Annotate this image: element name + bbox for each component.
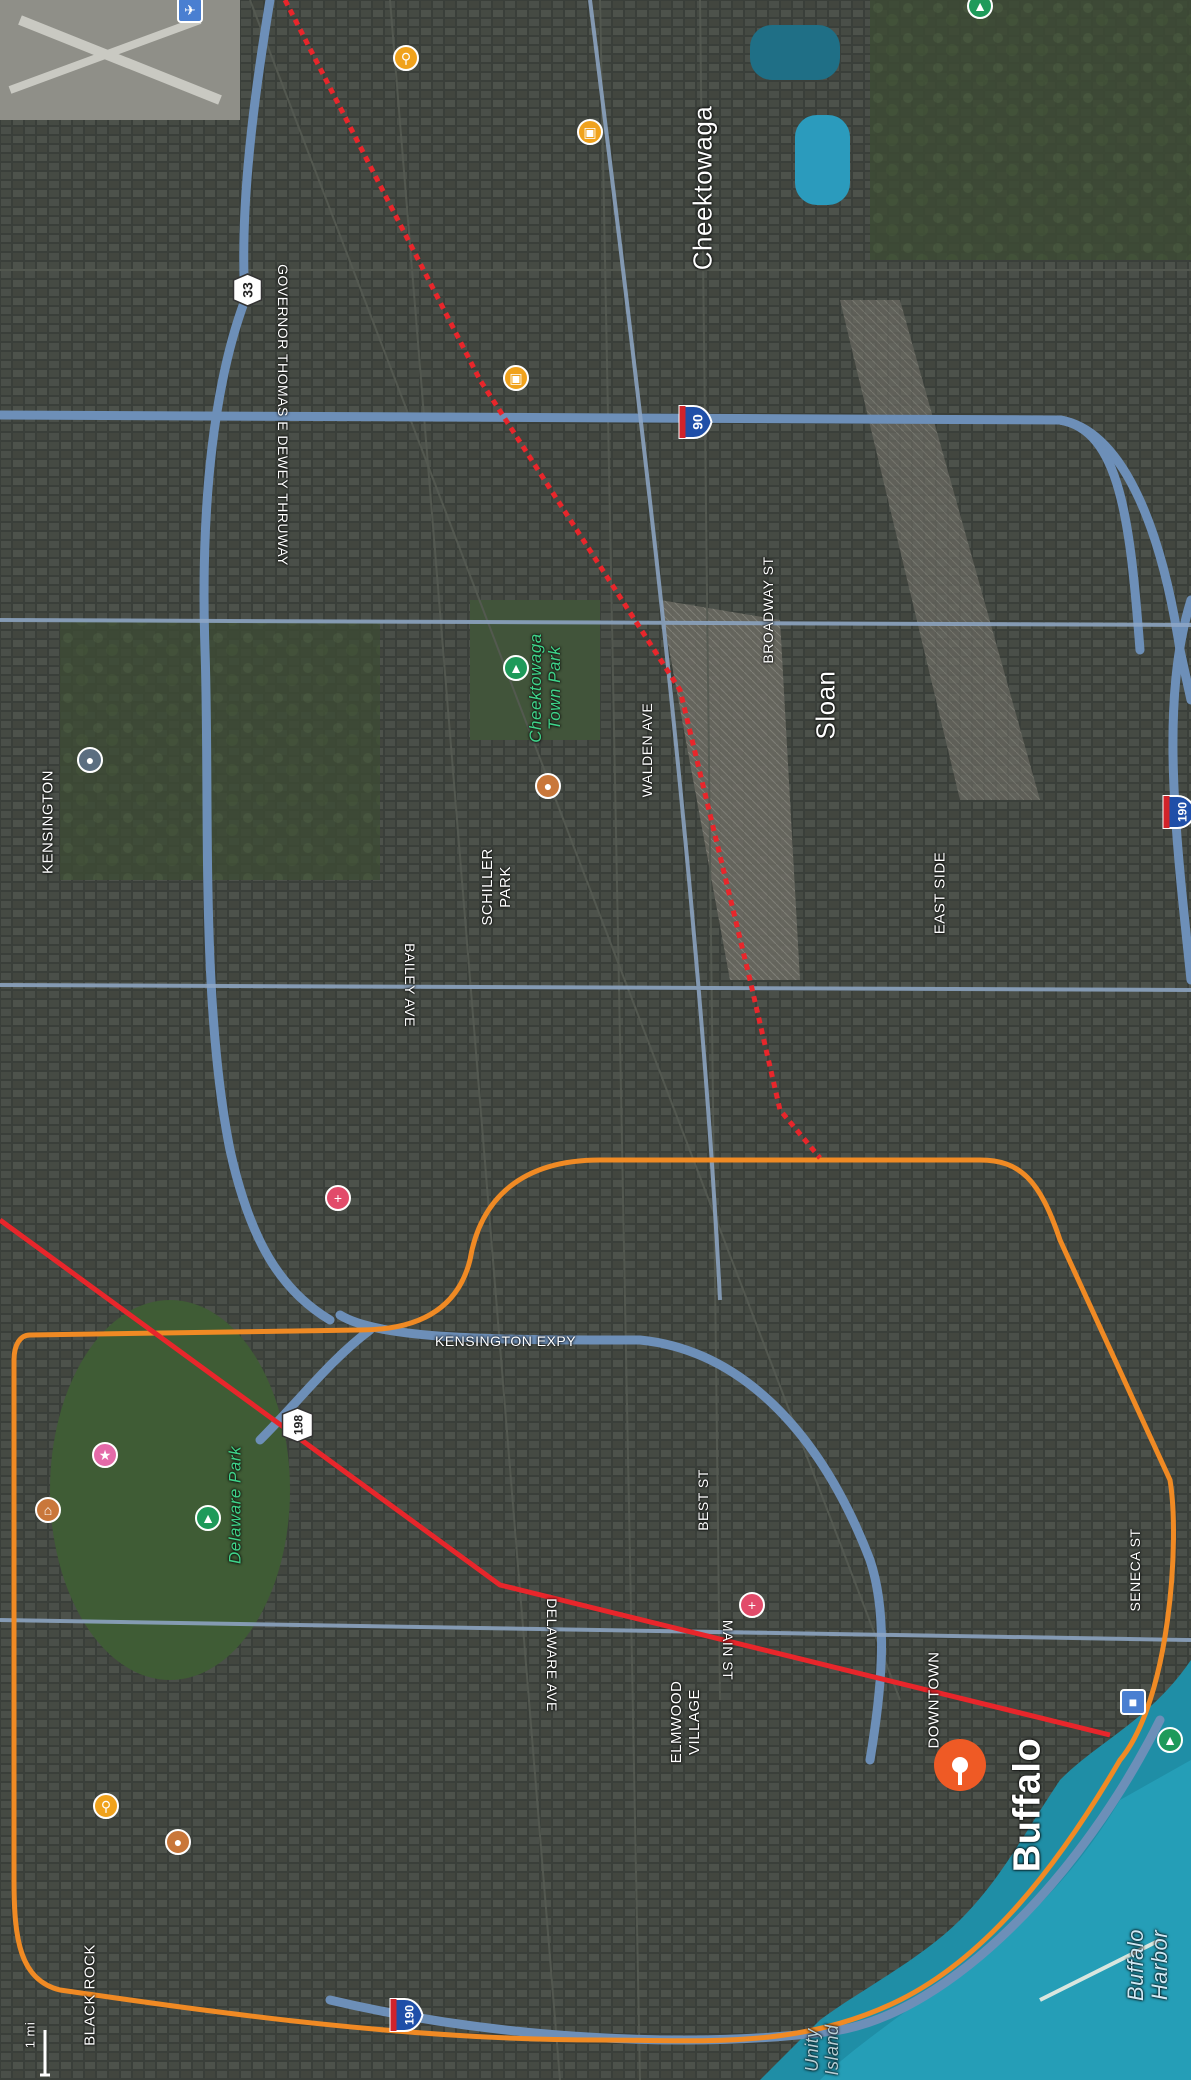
shield-i90[interactable]: 90 [674,402,719,442]
quarry-lake-north [750,25,840,80]
cemetery-area [60,620,380,880]
state-route-shield-icon: 33 [232,273,263,307]
label-east-side: EAST SIDE [931,851,949,935]
interstate-shield-icon: 190 [389,1998,424,2032]
interstate-shield-icon: 90 [678,405,713,439]
landmark-icon[interactable]: ● [165,1829,191,1855]
shield-i190-east[interactable]: 190 [1158,792,1191,832]
bailey-ave-line [0,983,1191,992]
label-kensington-expy: KENSINGTON EXPY [435,1333,577,1349]
dotted-route [282,0,822,1160]
shield-ny198[interactable]: 198 [279,1406,322,1444]
solid-route [0,1217,1111,1738]
svg-text:190: 190 [403,2005,417,2025]
park-tree-icon[interactable]: ▲ [1157,1727,1183,1753]
delaware-park-area [50,1300,290,1680]
hospital-icon[interactable]: + [739,1592,765,1618]
label-unity-island: Unity Island [802,2024,842,2076]
label-schiller-park: SCHILLER PARK [479,848,514,926]
label-buffalo-harbor: Buffalo Harbor [1123,1929,1172,2001]
label-main-st: MAIN ST [720,1619,736,1681]
svg-text:33: 33 [240,282,256,298]
interstate-shield-icon: 190 [1162,795,1191,829]
train-station-icon[interactable]: ■ [1120,1689,1146,1715]
museum-icon[interactable]: ⌂ [35,1497,61,1523]
label-black-rock: BLACK ROCK [81,1944,99,2046]
quarry-lake-south [795,115,850,205]
shield-ny33[interactable]: 33 [230,272,271,308]
svg-text:198: 198 [292,1415,306,1435]
label-seneca-st: SENECA ST [1127,1528,1143,1612]
rail-corridor [840,300,1040,800]
zoo-icon[interactable]: ★ [92,1442,118,1468]
shopping-cart-icon[interactable]: ⚲ [93,1793,119,1819]
label-cheektowaga: Cheektowaga [687,105,718,271]
scale-bar [40,2030,50,2077]
label-elmwood-village: ELMWOOD VILLAGE [668,1680,703,1764]
shopping-bag-icon[interactable]: ▣ [577,119,603,145]
kensington-expy [335,1310,887,1765]
delaware-ave-line [0,1618,1191,1642]
park-tree-icon[interactable]: ▲ [195,1505,221,1531]
airport-icon[interactable]: ✈ [177,0,203,23]
label-sloan: Sloan [810,670,841,740]
route-198 [255,1325,375,1445]
i-190-west [325,1715,1165,2045]
rail-yard [660,600,800,980]
label-delaware-park: Delaware Park [225,1446,245,1564]
label-cheektowaga-town-park: Cheektowaga Town Park [526,633,564,743]
northeast-green-area [870,0,1191,260]
label-downtown: DOWNTOWN [925,1651,943,1749]
park-tree-icon[interactable]: ▲ [967,0,993,19]
svg-text:90: 90 [690,414,706,430]
scale-label: 1 mi [22,2021,38,2049]
boundary-outline [11,1157,1176,2044]
label-walden-ave: WALDEN AVE [639,702,655,798]
state-route-shield-icon: 198 [281,1407,314,1443]
label-bailey-ave: BAILEY AVE [402,943,418,1027]
label-best-st: BEST ST [695,1469,711,1531]
shield-i190-west[interactable]: 190 [385,1995,430,2035]
svg-text:190: 190 [1176,802,1190,822]
label-broadway-st: BROADWAY ST [760,556,776,664]
destination-pin[interactable] [934,1739,986,1791]
label-buffalo: Buffalo [1006,1737,1049,1873]
shopping-cart-icon[interactable]: ⚲ [393,45,419,71]
shopping-bag-icon[interactable]: ▣ [503,365,529,391]
place-of-worship-icon[interactable]: ● [77,747,103,773]
i-190-east [1168,595,1191,985]
label-thruway: GOVERNOR THOMAS E DEWEY THRUWAY [275,264,291,566]
hospital-icon[interactable]: + [325,1185,351,1211]
label-delaware-ave: DELAWARE AVE [544,1598,560,1712]
park-tree-icon[interactable]: ▲ [503,655,529,681]
route-33 [199,0,335,1325]
label-kensington: KENSINGTON [39,770,57,874]
walden-ave-line [588,0,722,1301]
landmark-icon[interactable]: ● [535,773,561,799]
